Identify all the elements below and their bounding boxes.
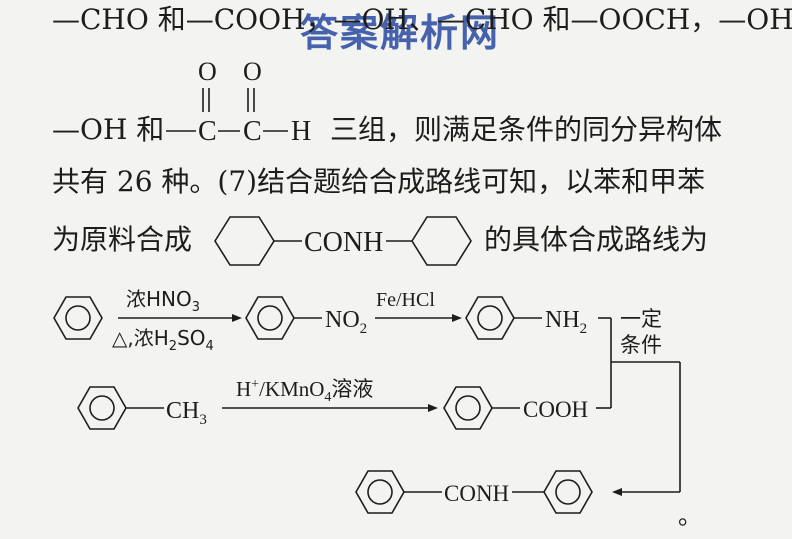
period-mark: 。 [678, 502, 702, 530]
oxygen-label-2: O [243, 57, 262, 86]
oxidation-reagent: H+/KMnO4溶液 [236, 377, 373, 405]
watermark-logo: 答案解析网 [300, 11, 501, 55]
reduction-reagent: Fe/HCl [376, 289, 435, 311]
text-line-2-start: —OH 和 [52, 113, 165, 146]
hydrogen-label: H [291, 116, 311, 147]
text-line-4-start: 为原料合成 [52, 223, 193, 256]
cyclohexane-ring-left [214, 216, 275, 266]
nitro-label: NO2 [325, 307, 367, 337]
condition-line-1: 一定 [620, 307, 662, 331]
text-line-4-end: 的具体合成路线为 [484, 223, 709, 256]
oxygen-label-1: O [198, 57, 217, 86]
benzene-1 [53, 296, 103, 340]
aniline: NH2 [465, 296, 587, 340]
cyclohexane-ring-right [411, 216, 472, 266]
text-line-2-end: 三组，则满足条件的同分异构体 [330, 113, 723, 146]
target-amide-inline: CONH [214, 216, 472, 266]
benzanilide-product: CONH [355, 470, 593, 514]
toluene: CH3 [77, 386, 207, 430]
carboxyl-label: COOH [523, 397, 588, 422]
carbon-label-1: C [198, 116, 217, 147]
product-amide-label: CONH [444, 481, 509, 506]
text-line-1: —CHO 和—COOH，—OH、—CHO 和—OOCH，—OH、 [52, 3, 792, 36]
conh-label: CONH [304, 227, 383, 258]
methyl-label: CH3 [166, 398, 207, 428]
nitration-reagent: 浓HNO3 [126, 287, 200, 315]
nitration-condition: △,浓H2SO4 [112, 326, 214, 354]
carbon-label-2: C [243, 116, 262, 147]
nitrobenzene: NO2 [245, 296, 367, 340]
benzoic-acid: COOH [443, 386, 588, 430]
text-line-3: 共有 26 种。(7)结合题给合成路线可知，以苯和甲苯 [52, 165, 706, 198]
glyoxal-fragment: O O C C H [166, 57, 311, 147]
amine-label: NH2 [545, 307, 587, 337]
condition-line-2: 条件 [620, 333, 662, 357]
